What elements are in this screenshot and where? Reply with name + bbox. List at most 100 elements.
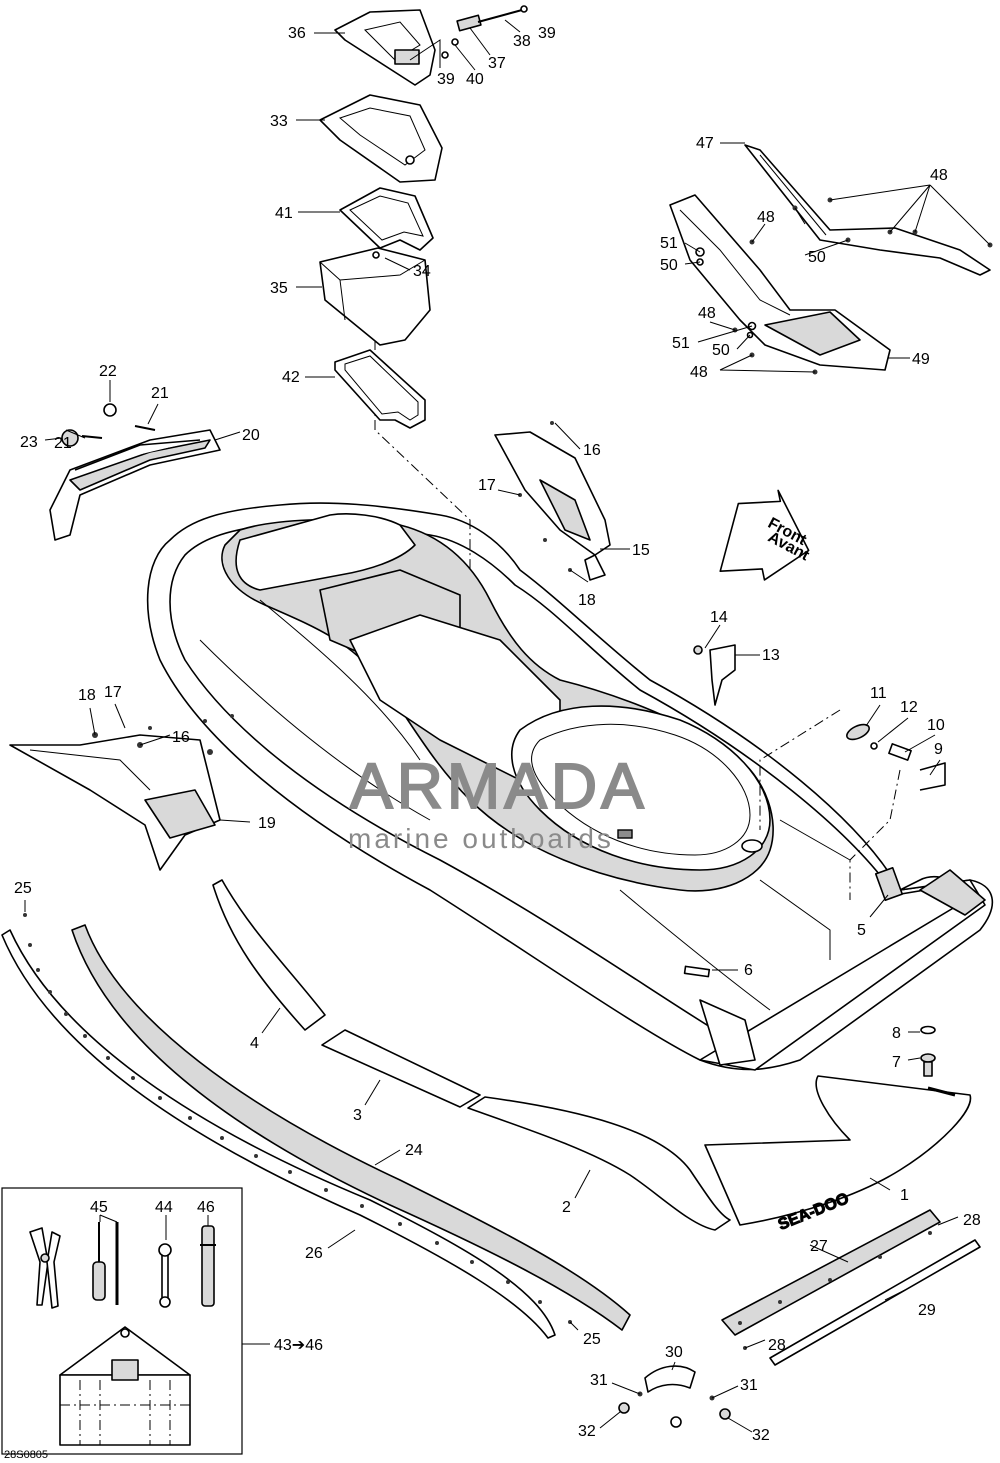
- screws-25: [23, 913, 572, 1324]
- tool-pouch-icon: [59, 1326, 191, 1446]
- watermark-title: ARMADA: [350, 750, 648, 822]
- diagram-code: 28S0805: [4, 1449, 48, 1461]
- hinge-37: [456, 14, 482, 32]
- mat-4: [212, 879, 326, 1031]
- callout-10: 10: [927, 717, 945, 734]
- leader-lines: [24, 19, 991, 1433]
- callout-48: 48: [757, 209, 775, 226]
- pliers-icon: [29, 1227, 61, 1309]
- callout-30: 30: [665, 1344, 683, 1361]
- callout-50: 50: [808, 249, 826, 266]
- callout-12: 12: [900, 699, 918, 716]
- bolt-7-8: [920, 1025, 956, 1097]
- gasket-42: [334, 349, 426, 429]
- callout-31: 31: [740, 1377, 758, 1394]
- callout-39: 39: [437, 71, 455, 88]
- callout-42: 42: [282, 369, 300, 386]
- callout-18: 18: [578, 592, 596, 609]
- callout-32: 32: [752, 1427, 770, 1444]
- callout-29: 29: [918, 1302, 936, 1319]
- spark-plug-wrench-icon: [200, 1225, 216, 1307]
- screwdriver-icon: [92, 1222, 119, 1305]
- pin-38: [441, 5, 528, 59]
- callout-43-46: 43➔46: [274, 1337, 323, 1354]
- callout-25: 25: [14, 880, 32, 897]
- watermark: ARMADA marine outboards: [348, 749, 648, 854]
- storage-lid-36: [334, 9, 436, 86]
- callout-27: 27: [810, 1238, 828, 1255]
- strip-29: [769, 1239, 981, 1366]
- callout-46: 46: [197, 1199, 215, 1216]
- callout-20: 20: [242, 427, 260, 444]
- vent-cover-15: [494, 421, 611, 581]
- callout-21: 21: [54, 435, 72, 452]
- callout-13: 13: [762, 647, 780, 664]
- callout-28: 28: [963, 1212, 981, 1229]
- deck-hull: [146, 502, 994, 1071]
- callout-23: 23: [20, 434, 38, 451]
- callout-22: 22: [99, 363, 117, 380]
- mat-2: [467, 1096, 731, 1231]
- callout-47: 47: [696, 135, 714, 152]
- callout-2: 2: [562, 1199, 571, 1216]
- callout-31: 31: [590, 1372, 608, 1389]
- callout-44: 44: [155, 1199, 173, 1216]
- strip-27: [721, 1209, 941, 1336]
- callout-32: 32: [578, 1423, 596, 1440]
- callout-37: 37: [488, 55, 506, 72]
- rivets-48: [695, 197, 993, 375]
- callout-48: 48: [930, 167, 948, 184]
- mat-3: [321, 1029, 481, 1108]
- callout-1: 1: [900, 1187, 909, 1204]
- storage-frame-33: [319, 94, 443, 183]
- callout-45: 45: [90, 1199, 108, 1216]
- callout-21: 21: [151, 385, 169, 402]
- callout-50: 50: [660, 257, 678, 274]
- bracket-13: [693, 644, 736, 706]
- trim-panel-47: [744, 144, 991, 276]
- callout-15: 15: [632, 542, 650, 559]
- callout-36: 36: [288, 25, 306, 42]
- callout-16: 16: [172, 729, 190, 746]
- callout-48: 48: [690, 364, 708, 381]
- tool-kit-box: [1, 1187, 243, 1455]
- callout-18: 18: [78, 687, 96, 704]
- front-arrow: Front Avant: [719, 489, 812, 581]
- side-panel-49: [669, 194, 891, 371]
- callout-33: 33: [270, 113, 288, 130]
- cap-30: [618, 1365, 731, 1428]
- callout-39: 39: [538, 25, 556, 42]
- fitting-9-12: [846, 723, 946, 791]
- callout-5: 5: [857, 922, 866, 939]
- callout-8: 8: [892, 1025, 901, 1042]
- callout-51: 51: [660, 235, 678, 252]
- callout-11: 11: [870, 685, 887, 702]
- callout-25: 25: [583, 1331, 601, 1348]
- callout-51: 51: [672, 335, 690, 352]
- callout-6: 6: [744, 962, 753, 979]
- callout-41: 41: [275, 205, 293, 222]
- callout-34: 34: [413, 263, 431, 280]
- callout-50: 50: [712, 342, 730, 359]
- callout-7: 7: [892, 1054, 901, 1071]
- callout-9: 9: [934, 741, 943, 758]
- callout-14: 14: [710, 609, 728, 626]
- watermark-subtitle: marine outboards: [348, 823, 614, 854]
- callout-17: 17: [104, 684, 122, 701]
- callout-26: 26: [305, 1245, 323, 1262]
- callouts: 36 39 38 37 40 39 33 41 34 35 42 47 48 4…: [14, 25, 981, 1444]
- grab-handle-20: [49, 403, 221, 541]
- callout-4: 4: [250, 1035, 259, 1052]
- vent-cover-19: [9, 714, 234, 871]
- callout-49: 49: [912, 351, 930, 368]
- callout-3: 3: [353, 1107, 362, 1124]
- rub-rail-26: [1, 929, 556, 1339]
- gasket-41: [339, 187, 434, 251]
- callout-19: 19: [258, 815, 276, 832]
- callout-38: 38: [513, 33, 531, 50]
- storage-bin-35: [319, 247, 431, 346]
- callout-16: 16: [583, 442, 601, 459]
- callout-35: 35: [270, 280, 288, 297]
- callout-28: 28: [768, 1337, 786, 1354]
